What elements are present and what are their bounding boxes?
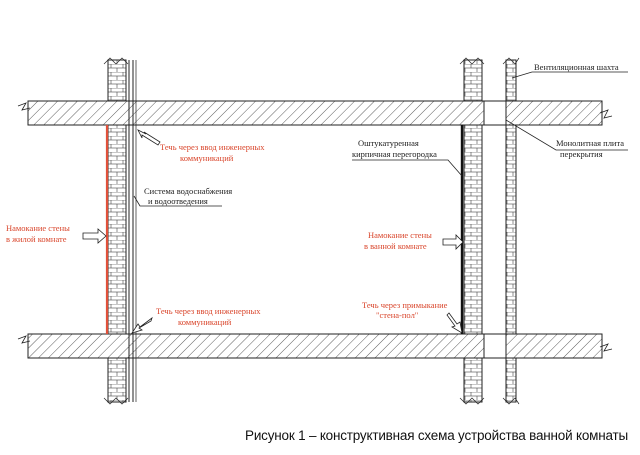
label-slab-1: Монолитная плита	[556, 138, 624, 148]
arrow-leak-floor	[446, 312, 463, 334]
label-leak-floor-1: Течь через примыкание	[362, 300, 448, 310]
figure-caption: Рисунок 1 – конструктивная схема устройс…	[245, 428, 628, 443]
label-wet-living-1: Намокание стены	[6, 223, 70, 233]
label-leak-top-2: коммуникаций	[180, 153, 234, 163]
ventilation-shaft	[483, 57, 520, 405]
leader-lines	[133, 71, 628, 207]
arrow-leak-bottom	[131, 316, 153, 334]
label-plaster-2: кирпичная перегородка	[352, 149, 437, 159]
arrow-leak-top	[137, 129, 161, 146]
label-leak-bottom-2: коммуникаций	[178, 317, 232, 327]
label-wet-bath-2: в ванной комнате	[364, 241, 427, 251]
label-pipes-2: и водоотведения	[148, 196, 208, 206]
label-leak-bottom-1: Течь через ввод инженерных	[156, 306, 261, 316]
arrow-wet-living	[82, 228, 107, 244]
label-plaster-1: Оштукатуренная	[358, 138, 419, 148]
arrow-wet-bath	[442, 234, 464, 250]
label-wet-living-2: в жилой комнате	[6, 234, 67, 244]
label-pipes-1: Система водоснабжения	[144, 186, 232, 196]
label-vent-shaft: Вентиляционная шахта	[534, 62, 619, 72]
label-leak-top-1: Течь через ввод инженерных	[160, 142, 265, 152]
label-leak-floor-2: "стена-пол"	[376, 310, 418, 320]
water-supply-pipes	[128, 60, 137, 402]
bathroom-scheme-diagram: Вентиляционная шахта Монолитная плита пе…	[6, 57, 628, 405]
right-plastered-partition	[459, 57, 485, 405]
label-wet-bath-1: Намокание стены	[368, 230, 432, 240]
bottom-slab	[17, 333, 613, 359]
label-slab-2: перекрытия	[560, 149, 603, 159]
left-brick-wall	[103, 57, 129, 405]
top-slab	[17, 100, 613, 126]
